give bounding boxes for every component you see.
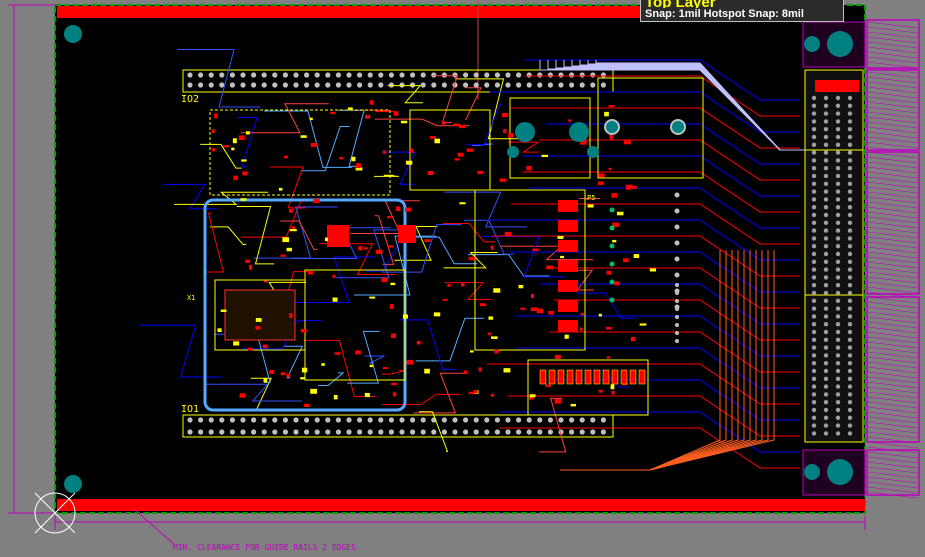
connector-holes[interactable] xyxy=(507,119,686,158)
mounting-hole-top-left[interactable] xyxy=(64,25,82,43)
edge-connector[interactable] xyxy=(802,21,866,496)
bottom-guide-rail xyxy=(57,499,865,511)
io1-designator: IO1 xyxy=(181,404,200,415)
header-io1[interactable] xyxy=(182,414,614,438)
guide-rail-blocks xyxy=(866,19,920,496)
io2-designator: IO2 xyxy=(181,94,200,105)
component-area xyxy=(203,77,704,416)
board-area xyxy=(55,5,865,513)
current-layer-name: Top Layer xyxy=(645,0,839,8)
hatch-pattern xyxy=(867,21,919,499)
smd-pads xyxy=(211,100,680,408)
routed-traces xyxy=(138,48,805,471)
top-guide-rail xyxy=(57,6,807,18)
mounting-hole-bottom-left[interactable] xyxy=(64,475,82,493)
board-outline xyxy=(54,4,866,514)
origin-marker-icon xyxy=(34,492,76,534)
x1-designator: X1 xyxy=(187,294,196,302)
p5-designator: P5 xyxy=(587,194,596,202)
header-io2[interactable] xyxy=(182,69,614,93)
snap-settings: Snap: 1mil Hotspot Snap: 8mil xyxy=(645,8,804,20)
layer-info-hud: Top Layer Snap: 1mil Hotspot Snap: 8mil xyxy=(640,0,844,22)
clearance-note: MIN. CLEARANCE FOR GUIDE RAILS 2 EDGES xyxy=(173,543,357,552)
